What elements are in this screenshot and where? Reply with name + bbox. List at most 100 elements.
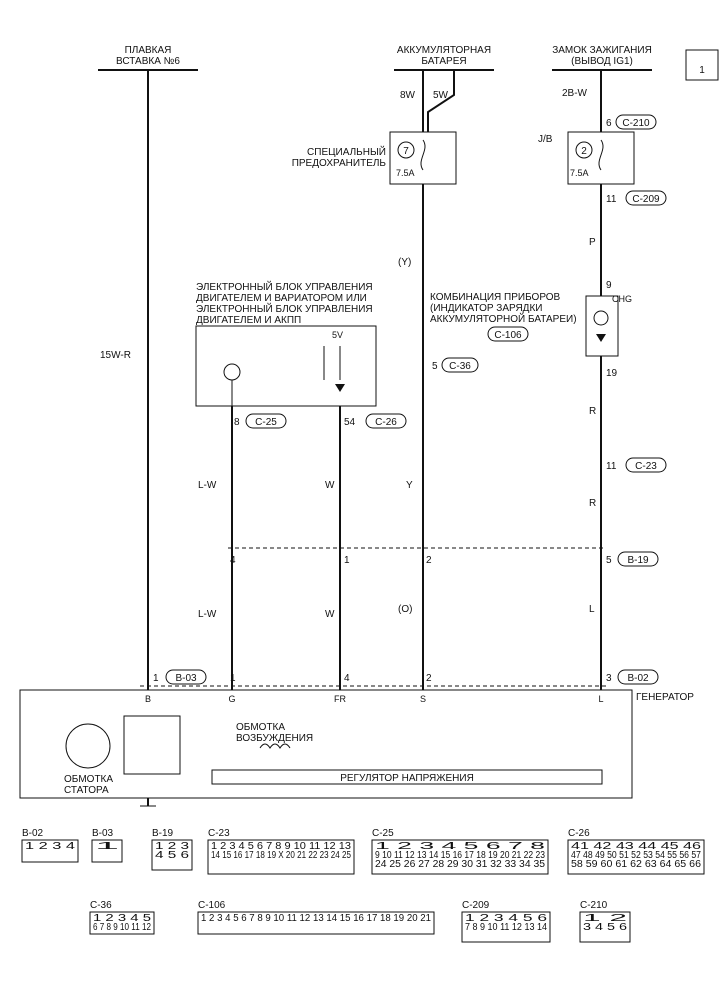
rectifier-bridge xyxy=(123,715,181,775)
connector-face-label: C-25 xyxy=(372,828,394,839)
pin-5-b19: 5 xyxy=(606,555,612,566)
connector-face-label: C-106 xyxy=(198,900,226,911)
connector-pin-row: 7 8 9 10 11 12 13 14 xyxy=(465,922,547,933)
ecu-diode xyxy=(335,384,345,392)
connector-pill-c25 xyxy=(245,413,287,429)
pin-1-b02: 1 xyxy=(230,673,236,684)
connector-pin-row: 1 2 3 4 5 6 7 8 9 10 11 12 13 xyxy=(211,841,351,852)
connector-b03-label: B-03 xyxy=(175,673,197,684)
connector-face-label: B-02 xyxy=(22,828,44,839)
connector-face xyxy=(197,911,435,935)
connector-pin-row: 3 4 5 6 xyxy=(583,922,628,933)
connector-pin-row: 1 xyxy=(95,841,121,852)
pin-3-b02: 3 xyxy=(606,673,612,684)
connector-face xyxy=(371,839,549,875)
stator-winding xyxy=(65,723,111,769)
connector-c25-label: C-25 xyxy=(255,417,277,428)
wire-label-LW1: L-W xyxy=(198,480,217,491)
pin-1-b03: 1 xyxy=(153,673,159,684)
stator-label-1: ОБМОТКА xyxy=(64,774,113,785)
connector-pin-row: 1 2 3 xyxy=(155,841,190,852)
connector-pin-row: 1 2 3 4 5 xyxy=(93,913,152,924)
terminal-L: L xyxy=(598,694,603,704)
pin-9: 9 xyxy=(606,280,612,291)
connector-pin-row: 6 7 8 9 10 11 12 xyxy=(93,922,151,933)
connector-pin-row: 41 42 43 44 45 46 xyxy=(571,841,702,852)
connector-pill-c209 xyxy=(625,190,667,206)
cluster-label-2: (ИНДИКАТОР ЗАРЯДКИ xyxy=(430,303,542,314)
connector-face xyxy=(151,839,193,871)
connector-pill-c26 xyxy=(365,413,407,429)
connector-face xyxy=(579,911,631,943)
connector-pin-row: 1 2 3 4 5 6 7 8 xyxy=(375,841,546,852)
stator-label-2: СТАТОРА xyxy=(64,785,109,796)
connector-c23-label: C-23 xyxy=(635,461,657,472)
connector-pin-row: 1 2 3 4 5 6 7 8 9 10 11 12 13 14 15 16 1… xyxy=(201,913,431,924)
pin-1-b19: 1 xyxy=(344,555,350,566)
jb-fuse-number: 2 xyxy=(581,146,587,157)
charge-lamp-label: CHG xyxy=(612,294,632,304)
ecu-label-2: ДВИГАТЕЛЕМ И ВАРИАТОРОМ ИЛИ xyxy=(196,293,367,304)
pin-4-b19: 4 xyxy=(230,555,236,566)
regulator-box xyxy=(211,769,603,785)
connector-face-label: C-23 xyxy=(208,828,230,839)
connector-c210-label: C-210 xyxy=(622,118,650,129)
ignition-label-2: (ВЫВОД IG1) xyxy=(571,56,633,67)
ignition-label-1: ЗАМОК ЗАЖИГАНИЯ xyxy=(552,45,652,56)
wire-label-Y-paren: (Y) xyxy=(398,257,411,268)
terminal-S: S xyxy=(420,694,426,704)
wire-label-R1: R xyxy=(589,406,596,417)
connector-pill-b19 xyxy=(617,551,659,567)
wire-5W xyxy=(427,70,455,132)
special-fuse-label-2: ПРЕДОХРАНИТЕЛЬ xyxy=(292,158,387,169)
connector-pin-row: 4 5 6 xyxy=(155,850,190,861)
pin-2-b02: 2 xyxy=(426,673,432,684)
charge-lamp xyxy=(593,310,609,326)
wire-label-L: L xyxy=(589,604,595,615)
field-winding-label-1: ОБМОТКА xyxy=(236,722,285,733)
connector-face xyxy=(91,839,123,863)
fuse-link-label-1: ПЛАВКАЯ xyxy=(125,45,172,56)
pin-6-c210: 6 xyxy=(606,118,612,129)
jb-fuse-rating: 7.5A xyxy=(570,168,589,178)
wire-label-W1: W xyxy=(325,480,335,491)
generator-title: ГЕНЕРАТОР xyxy=(636,692,694,703)
jb-fuse-number-circle xyxy=(575,141,593,159)
wire-label-LW2: L-W xyxy=(198,609,217,620)
wire-label-15W-R: 15W-R xyxy=(100,350,131,361)
battery-label-2: БАТАРЕЯ xyxy=(421,56,466,67)
connector-pin-row: 47 48 49 50 51 52 53 54 55 56 57 xyxy=(571,850,701,861)
battery-label-1: АККУМУЛЯТОРНАЯ xyxy=(397,45,491,56)
charge-lamp-box xyxy=(585,295,619,357)
pin-2-b19: 2 xyxy=(426,555,432,566)
pin-11-c209: 11 xyxy=(606,194,617,205)
page-number: 1 xyxy=(699,65,705,76)
cluster-label-1: КОМБИНАЦИЯ ПРИБОРОВ xyxy=(430,292,561,303)
connector-pin-row: 1 2 3 4 xyxy=(25,841,76,852)
charge-diode xyxy=(596,334,606,342)
connector-pill-c210 xyxy=(615,114,657,130)
page-number-box xyxy=(685,49,719,81)
connector-face xyxy=(89,911,155,935)
pin-5-c36: 5 xyxy=(432,361,438,372)
connector-face-label: C-209 xyxy=(462,900,490,911)
connector-face xyxy=(461,911,551,943)
wire-label-8W: 8W xyxy=(400,90,416,101)
special-fuse-number-circle xyxy=(397,141,415,159)
connector-pin-row: 1 2 xyxy=(583,913,628,924)
generator-box xyxy=(19,689,633,799)
wire-label-Y: Y xyxy=(406,480,413,491)
special-fuse-label-1: СПЕЦИАЛЬНЫЙ xyxy=(307,145,386,158)
connector-pin-row: 58 59 60 61 62 63 64 65 66 xyxy=(571,859,701,870)
cluster-connector: C-106 xyxy=(494,330,522,341)
connector-face-label: B-03 xyxy=(92,828,114,839)
wire-label-2B-W: 2B-W xyxy=(562,88,588,99)
pin-11-c23: 11 xyxy=(606,461,617,472)
connector-face xyxy=(21,839,79,863)
terminal-B: B xyxy=(145,694,151,704)
connector-b19-label: B-19 xyxy=(627,555,649,566)
ecu-voltage: 5V xyxy=(332,330,343,340)
wire-label-P: P xyxy=(589,237,596,248)
pin-54-c26: 54 xyxy=(344,417,356,428)
wire-label-5W: 5W xyxy=(433,90,449,101)
